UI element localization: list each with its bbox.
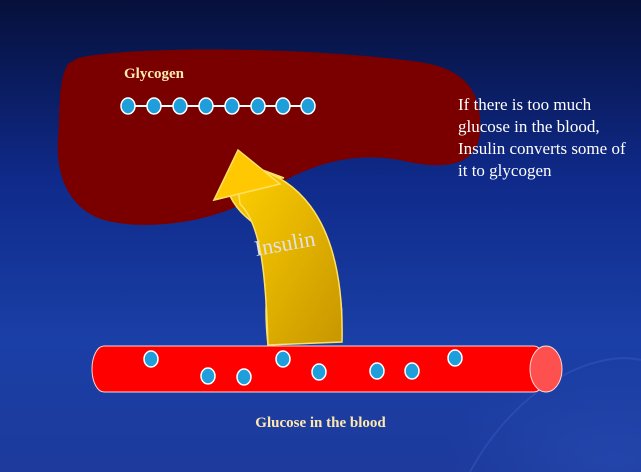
glucose-molecule [370, 363, 384, 379]
background-swirl [360, 314, 641, 472]
glycogen-molecule [276, 98, 290, 114]
glucose-molecule [144, 351, 158, 367]
glycogen-label: Glycogen [124, 66, 184, 83]
glycogen-molecule [225, 98, 239, 114]
glucose-in-blood-label: Glucose in the blood [0, 415, 641, 432]
glycogen-molecule [121, 98, 135, 114]
glucose-molecule [276, 351, 290, 367]
glycogen-molecule [301, 98, 315, 114]
glycogen-molecule [199, 98, 213, 114]
glycogen-molecule [147, 98, 161, 114]
explanation-text: If there is too much glucose in the bloo… [458, 94, 628, 182]
blood-vessel-end-cap [530, 346, 562, 392]
glycogen-molecule [173, 98, 187, 114]
glucose-molecule [405, 363, 419, 379]
glucose-molecule [448, 350, 462, 366]
glycogen-molecule [251, 98, 265, 114]
glucose-molecule [312, 364, 326, 380]
glucose-molecule [237, 369, 251, 385]
glucose-molecule [201, 368, 215, 384]
